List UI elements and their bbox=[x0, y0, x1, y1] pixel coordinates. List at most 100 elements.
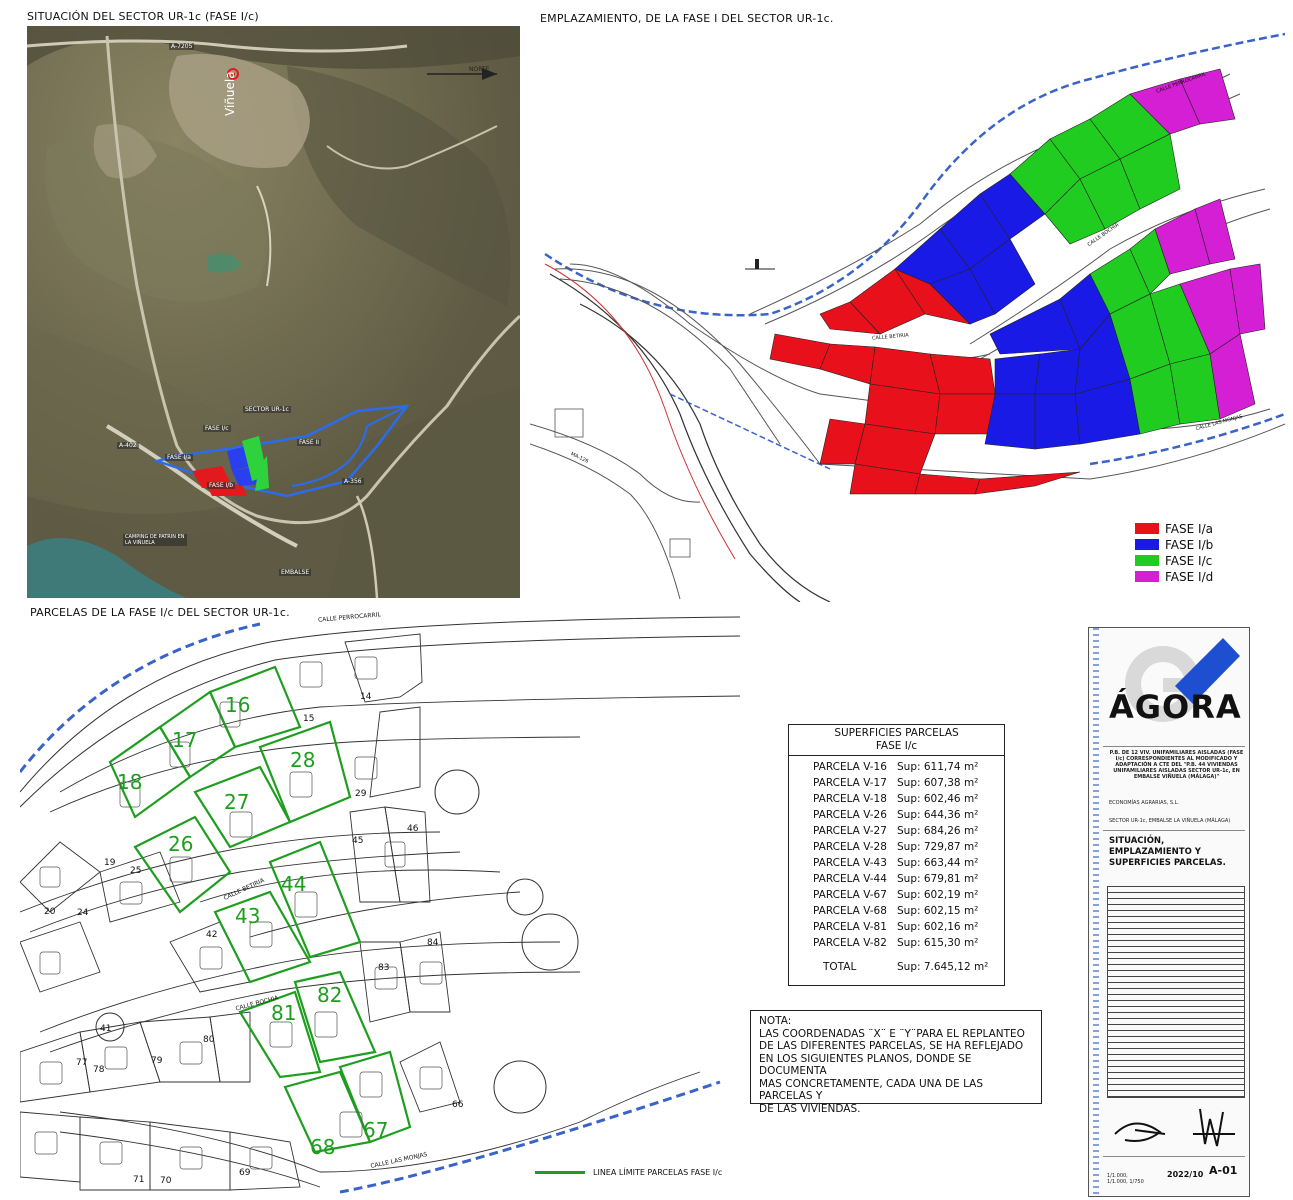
parcel-plan bbox=[20, 616, 740, 1194]
parcel-num-67: 67 bbox=[363, 1118, 389, 1142]
revisions-grid bbox=[1107, 886, 1245, 1098]
line-legend-label: LINEA LÍMITE PARCELAS FASE I/c bbox=[593, 1168, 723, 1177]
site-plan bbox=[530, 32, 1285, 602]
row-sup: Sup: 615,30 m² bbox=[897, 937, 979, 949]
parcel-num-42: 42 bbox=[206, 930, 218, 940]
row-sup: Sup: 607,38 m² bbox=[897, 777, 979, 789]
legend-label: FASE I/c bbox=[1165, 553, 1213, 568]
parcel-num-44: 44 bbox=[281, 872, 307, 896]
legend-item-fase-ib: FASE I/b bbox=[1135, 537, 1213, 552]
title-block: ÁGORA P.B. DE 12 VIV. UNIFAMILIARES AISL… bbox=[1088, 627, 1250, 1197]
parcel-num-80: 80 bbox=[203, 1035, 215, 1045]
legend-item-fase-id: FASE I/d bbox=[1135, 569, 1213, 584]
legend-label: FASE I/b bbox=[1165, 537, 1214, 552]
divider bbox=[1103, 1156, 1245, 1157]
row-sup: Sup: 602,46 m² bbox=[897, 793, 979, 805]
total-value: Sup: 7.645,12 m² bbox=[897, 961, 989, 973]
table-row: PARCELA V-81 Sup: 602,16 m² bbox=[813, 921, 978, 933]
aerial-label-fase-ib: FASE I/b bbox=[207, 482, 236, 489]
row-name: PARCELA V-17 bbox=[813, 777, 887, 789]
legend-swatch bbox=[1135, 571, 1159, 582]
row-sup: Sup: 602,16 m² bbox=[897, 921, 979, 933]
parcel-num-18: 18 bbox=[117, 770, 143, 794]
aerial-label-embalse: EMBALSE bbox=[279, 569, 312, 576]
parcel-num-79: 79 bbox=[151, 1056, 163, 1066]
row-name: PARCELA V-16 bbox=[813, 761, 887, 773]
row-name: PARCELA V-27 bbox=[813, 825, 887, 837]
aerial-photo: A-7205 Viñuela NORTE SECTOR UR-1c FASE I… bbox=[27, 26, 520, 598]
note-line: DE LAS VIVIENDAS. bbox=[759, 1102, 861, 1115]
aerial-label-road-b: A-402 bbox=[117, 442, 139, 449]
row-name: PARCELA V-18 bbox=[813, 793, 887, 805]
table-row: PARCELA V-82 Sup: 615,30 m² bbox=[813, 937, 978, 949]
aerial-label-fase-ic: FASE I/c bbox=[203, 425, 231, 432]
legend-swatch bbox=[1135, 523, 1159, 534]
drawing-title: SITUACIÓN, EMPLAZAMIENTO Y SUPERFICIES P… bbox=[1109, 836, 1226, 868]
aerial-title: SITUACIÓN DEL SECTOR UR-1c (FASE I/c) bbox=[27, 10, 259, 23]
parcel-num-45: 45 bbox=[352, 836, 364, 846]
date: 2022/10 bbox=[1167, 1170, 1204, 1179]
parcel-num-17: 17 bbox=[172, 728, 198, 752]
row-sup: Sup: 663,44 m² bbox=[897, 857, 979, 869]
table-row: PARCELA V-16 Sup: 611,74 m² bbox=[813, 761, 978, 773]
parcel-num-77: 77 bbox=[76, 1058, 88, 1068]
signatures bbox=[1114, 1108, 1235, 1147]
table-total-row: TOTAL Sup: 7.645,12 m² bbox=[823, 961, 988, 973]
agora-logo-text: ÁGORA bbox=[1109, 688, 1242, 726]
parcel-num-70: 70 bbox=[160, 1176, 172, 1186]
row-sup: Sup: 602,19 m² bbox=[897, 889, 979, 901]
parcel-num-28: 28 bbox=[290, 748, 316, 772]
legend-swatch bbox=[1135, 539, 1159, 550]
legend-item-fase-ia: FASE I/a bbox=[1135, 521, 1213, 536]
aerial-label-fase-ii: FASE II bbox=[297, 439, 322, 446]
parcel-num-81: 81 bbox=[271, 1001, 297, 1025]
row-sup: Sup: 611,74 m² bbox=[897, 761, 979, 773]
parcel-num-15: 15 bbox=[303, 714, 315, 724]
parcel-num-78: 78 bbox=[93, 1065, 105, 1075]
parcel-num-24: 24 bbox=[77, 908, 89, 918]
parcel-num-26: 26 bbox=[168, 832, 194, 856]
aerial-label-road-c: A-356 bbox=[342, 478, 364, 485]
table-row: PARCELA V-44 Sup: 679,81 m² bbox=[813, 873, 978, 885]
table-header: SUPERFICIES PARCELAS FASE I/c bbox=[789, 725, 1004, 756]
parcel-num-20: 20 bbox=[44, 907, 56, 917]
project-description: P.B. DE 12 VIV. UNIFAMILIARES AISLADAS (… bbox=[1109, 750, 1244, 780]
parcels-title: PARCELAS DE LA FASE I/c DEL SECTOR UR-1c… bbox=[30, 606, 290, 619]
row-name: PARCELA V-82 bbox=[813, 937, 887, 949]
table-row: PARCELA V-17 Sup: 607,38 m² bbox=[813, 777, 978, 789]
legend-item-fase-ic: FASE I/c bbox=[1135, 553, 1212, 568]
parcel-num-83: 83 bbox=[378, 963, 390, 973]
parcel-num-41: 41 bbox=[100, 1024, 112, 1034]
row-name: PARCELA V-67 bbox=[813, 889, 887, 901]
note-line: LAS COORDENADAS ¨X¨ E ¨Y¨PARA EL REPLANT… bbox=[759, 1027, 1025, 1040]
agora-logo-mark bbox=[1125, 638, 1240, 722]
parcel-num-14: 14 bbox=[360, 692, 372, 702]
parcel-num-25: 25 bbox=[130, 866, 142, 876]
table-title-2: FASE I/c bbox=[875, 740, 918, 752]
note-line: DE LAS DIFERENTES PARCELAS, SE HA REFLEJ… bbox=[759, 1040, 1024, 1052]
row-name: PARCELA V-81 bbox=[813, 921, 887, 933]
note-heading: NOTA: bbox=[759, 1015, 792, 1027]
aerial-label-road-a: A-7205 bbox=[169, 43, 195, 50]
row-name: PARCELA V-68 bbox=[813, 905, 887, 917]
parcel-num-16: 16 bbox=[225, 693, 251, 717]
promoter: ECONOMÍAS AGRARIAS, S.L. bbox=[1109, 800, 1179, 806]
legend-label: FASE I/a bbox=[1165, 521, 1213, 536]
row-sup: Sup: 684,26 m² bbox=[897, 825, 979, 837]
parcel-num-69: 69 bbox=[239, 1168, 251, 1178]
row-name: PARCELA V-44 bbox=[813, 873, 887, 885]
parcel-num-29: 29 bbox=[355, 789, 367, 799]
parcel-num-66: 66 bbox=[452, 1100, 464, 1110]
aerial-label-town: Viñuela bbox=[223, 71, 237, 116]
parcel-num-27: 27 bbox=[224, 790, 250, 814]
parcel-num-46: 46 bbox=[407, 824, 419, 834]
table-row: PARCELA V-67 Sup: 602,19 m² bbox=[813, 889, 978, 901]
row-name: PARCELA V-26 bbox=[813, 809, 887, 821]
table-row: PARCELA V-27 Sup: 684,26 m² bbox=[813, 825, 978, 837]
row-sup: Sup: 679,81 m² bbox=[897, 873, 979, 885]
sheet-number: A-01 bbox=[1209, 1164, 1238, 1177]
total-label: TOTAL bbox=[823, 961, 857, 973]
